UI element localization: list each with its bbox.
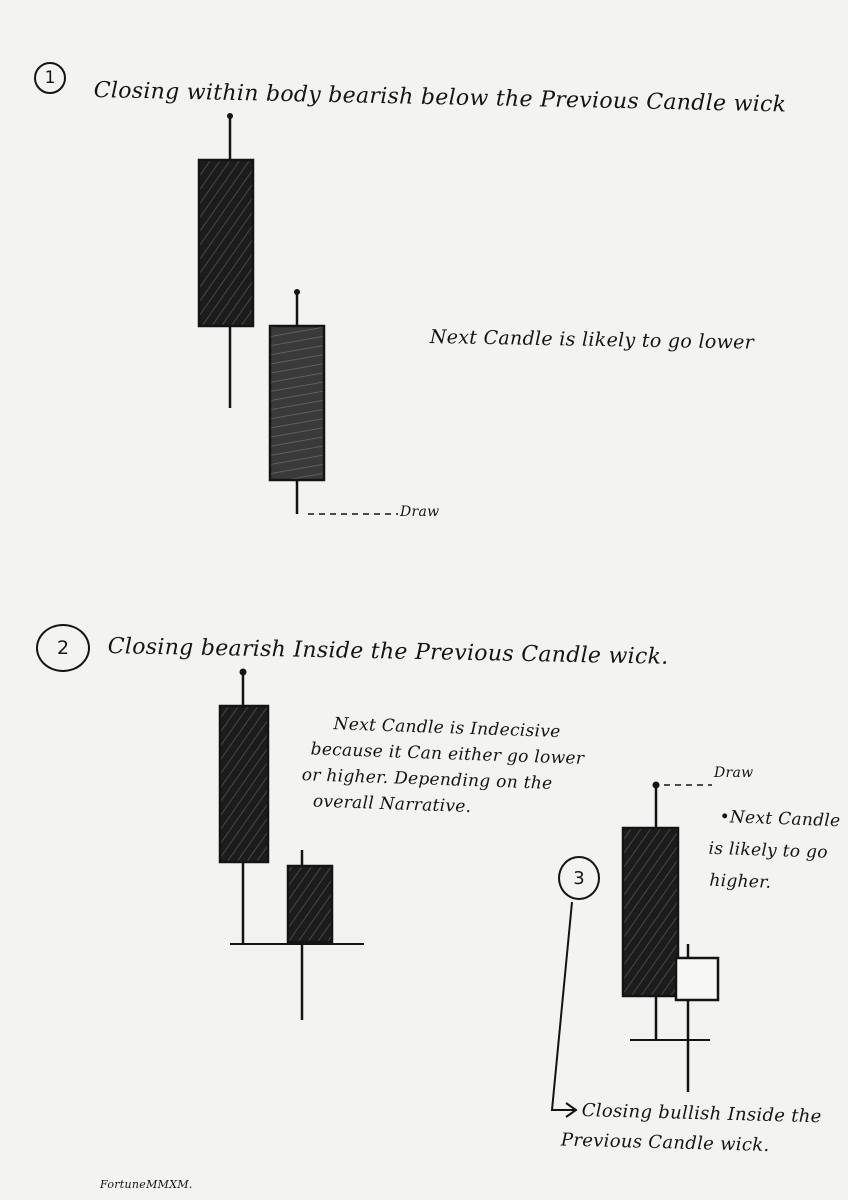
- s1-candle2-wick-dot: [294, 289, 300, 295]
- section1-candles: [197, 113, 398, 515]
- section2-number-badge: 2: [36, 624, 90, 672]
- section3-note-line: is likely to go: [708, 838, 829, 863]
- section1-number-badge: 1: [34, 62, 66, 94]
- section3-draw-label: Draw: [714, 765, 754, 781]
- footer-signature: FortuneMMXM.: [100, 1178, 193, 1191]
- s2-candle2-body: [286, 864, 334, 944]
- section1-number: 1: [44, 68, 56, 88]
- section1-draw-label: Draw: [400, 504, 440, 520]
- s2-candle1-body: [218, 704, 270, 864]
- s1-candle2-body: [268, 324, 326, 482]
- s3-callout-arrowhead: [565, 1102, 578, 1118]
- s3-candle1-wick-dot: [652, 781, 660, 789]
- s3-candle1-body: [621, 826, 680, 998]
- section3-number: 3: [573, 867, 585, 889]
- s3-callout-arrow: [550, 901, 574, 1111]
- s1-candle1-body: [197, 158, 255, 328]
- section2-number: 2: [56, 637, 70, 659]
- section3-number-badge: 3: [558, 856, 600, 900]
- section2-candles: [218, 668, 364, 1020]
- section3-note-line: •Next Candle: [719, 806, 841, 832]
- section3-candles: [550, 781, 720, 1118]
- section3-note-line: higher.: [709, 870, 772, 893]
- s3-candle2-body: [674, 956, 720, 1002]
- s2-candle1-wick-dot: [239, 668, 247, 676]
- s1-candle1-wick-dot: [227, 113, 233, 119]
